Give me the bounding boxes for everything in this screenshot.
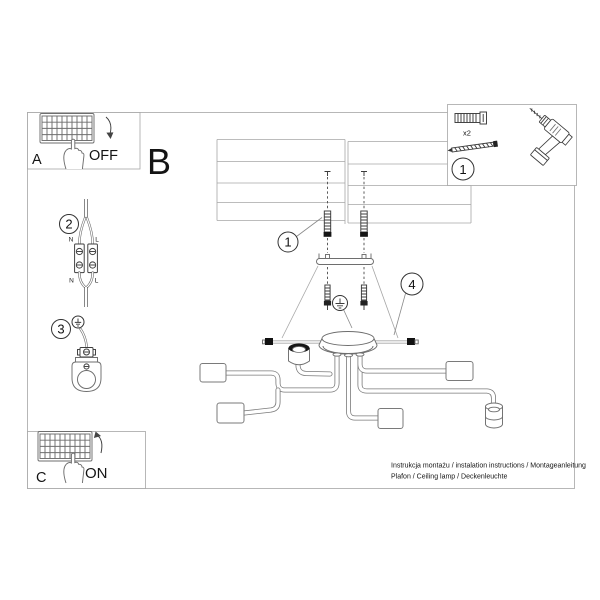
step-1-badge: 1: [277, 217, 323, 253]
earth-ground-small-icon: [74, 318, 82, 327]
step-4-number: 4: [408, 277, 415, 292]
lamp-arms: [223, 347, 496, 421]
arrow-down-icon: [105, 116, 114, 139]
footer-line-2: Plafon / Ceiling lamp / Deckenleuchte: [391, 474, 507, 481]
bar-screw-right: [407, 338, 415, 345]
arrow-up-icon: [93, 431, 103, 454]
step-4-badge: 4: [393, 272, 424, 336]
canopy: [318, 331, 378, 358]
socket-right-top: [445, 361, 474, 381]
socket-left-bottom: [216, 402, 245, 424]
ceiling-planks: [216, 139, 472, 224]
step-2-number: 2: [65, 217, 72, 232]
footer: Instrukcja montażu / instalation instruc…: [391, 463, 586, 481]
wall-anchor-left: [323, 171, 332, 253]
bracket-screw-left: [323, 267, 332, 310]
socket-up-facing: [288, 343, 310, 366]
step-3-ground: 3: [51, 315, 102, 392]
step-1-badge-tools: 1: [451, 157, 475, 181]
panel-a-state: OFF: [89, 148, 118, 164]
terminal-label-n-top: N: [69, 237, 74, 244]
panel-a: A OFF: [27, 112, 141, 170]
socket-right-down: [485, 402, 503, 429]
earth-symbol-badge: [332, 295, 353, 329]
panel-c: C ON: [27, 431, 146, 489]
footer-line-1: Instrukcja montażu / instalation instruc…: [391, 463, 586, 470]
socket-left-top: [199, 363, 227, 383]
section-b-label: B: [147, 141, 171, 182]
tools-step-number: 1: [459, 162, 466, 177]
wall-anchor-right: [360, 171, 368, 253]
projection-lines: [281, 265, 399, 339]
panel-c-label: C: [36, 470, 46, 486]
terminal-label-n-bottom: N: [69, 278, 74, 285]
drill-icon: [529, 108, 573, 166]
socket-bottom-center: [377, 408, 404, 429]
tools-box: x2 1: [447, 104, 577, 186]
mounting-bracket: [316, 253, 374, 265]
step-3-number: 3: [57, 322, 64, 337]
panel-c-state: ON: [85, 465, 108, 482]
bracket-screw-right: [360, 267, 368, 310]
step-2-wiring: 2 N L N L: [59, 199, 99, 307]
sheet-border: [27, 112, 575, 489]
wall-plug-icon: [454, 111, 487, 125]
bar-screw-left: [265, 338, 273, 345]
dowel-quantity: x2: [463, 129, 471, 138]
screw-icon: [447, 140, 498, 153]
earth-ground-icon: [335, 298, 345, 309]
terminal-label-l-top: L: [95, 237, 99, 244]
terminal-label-l-bottom: L: [95, 278, 99, 285]
panel-a-label: A: [32, 152, 42, 168]
step-1-number: 1: [284, 235, 291, 250]
